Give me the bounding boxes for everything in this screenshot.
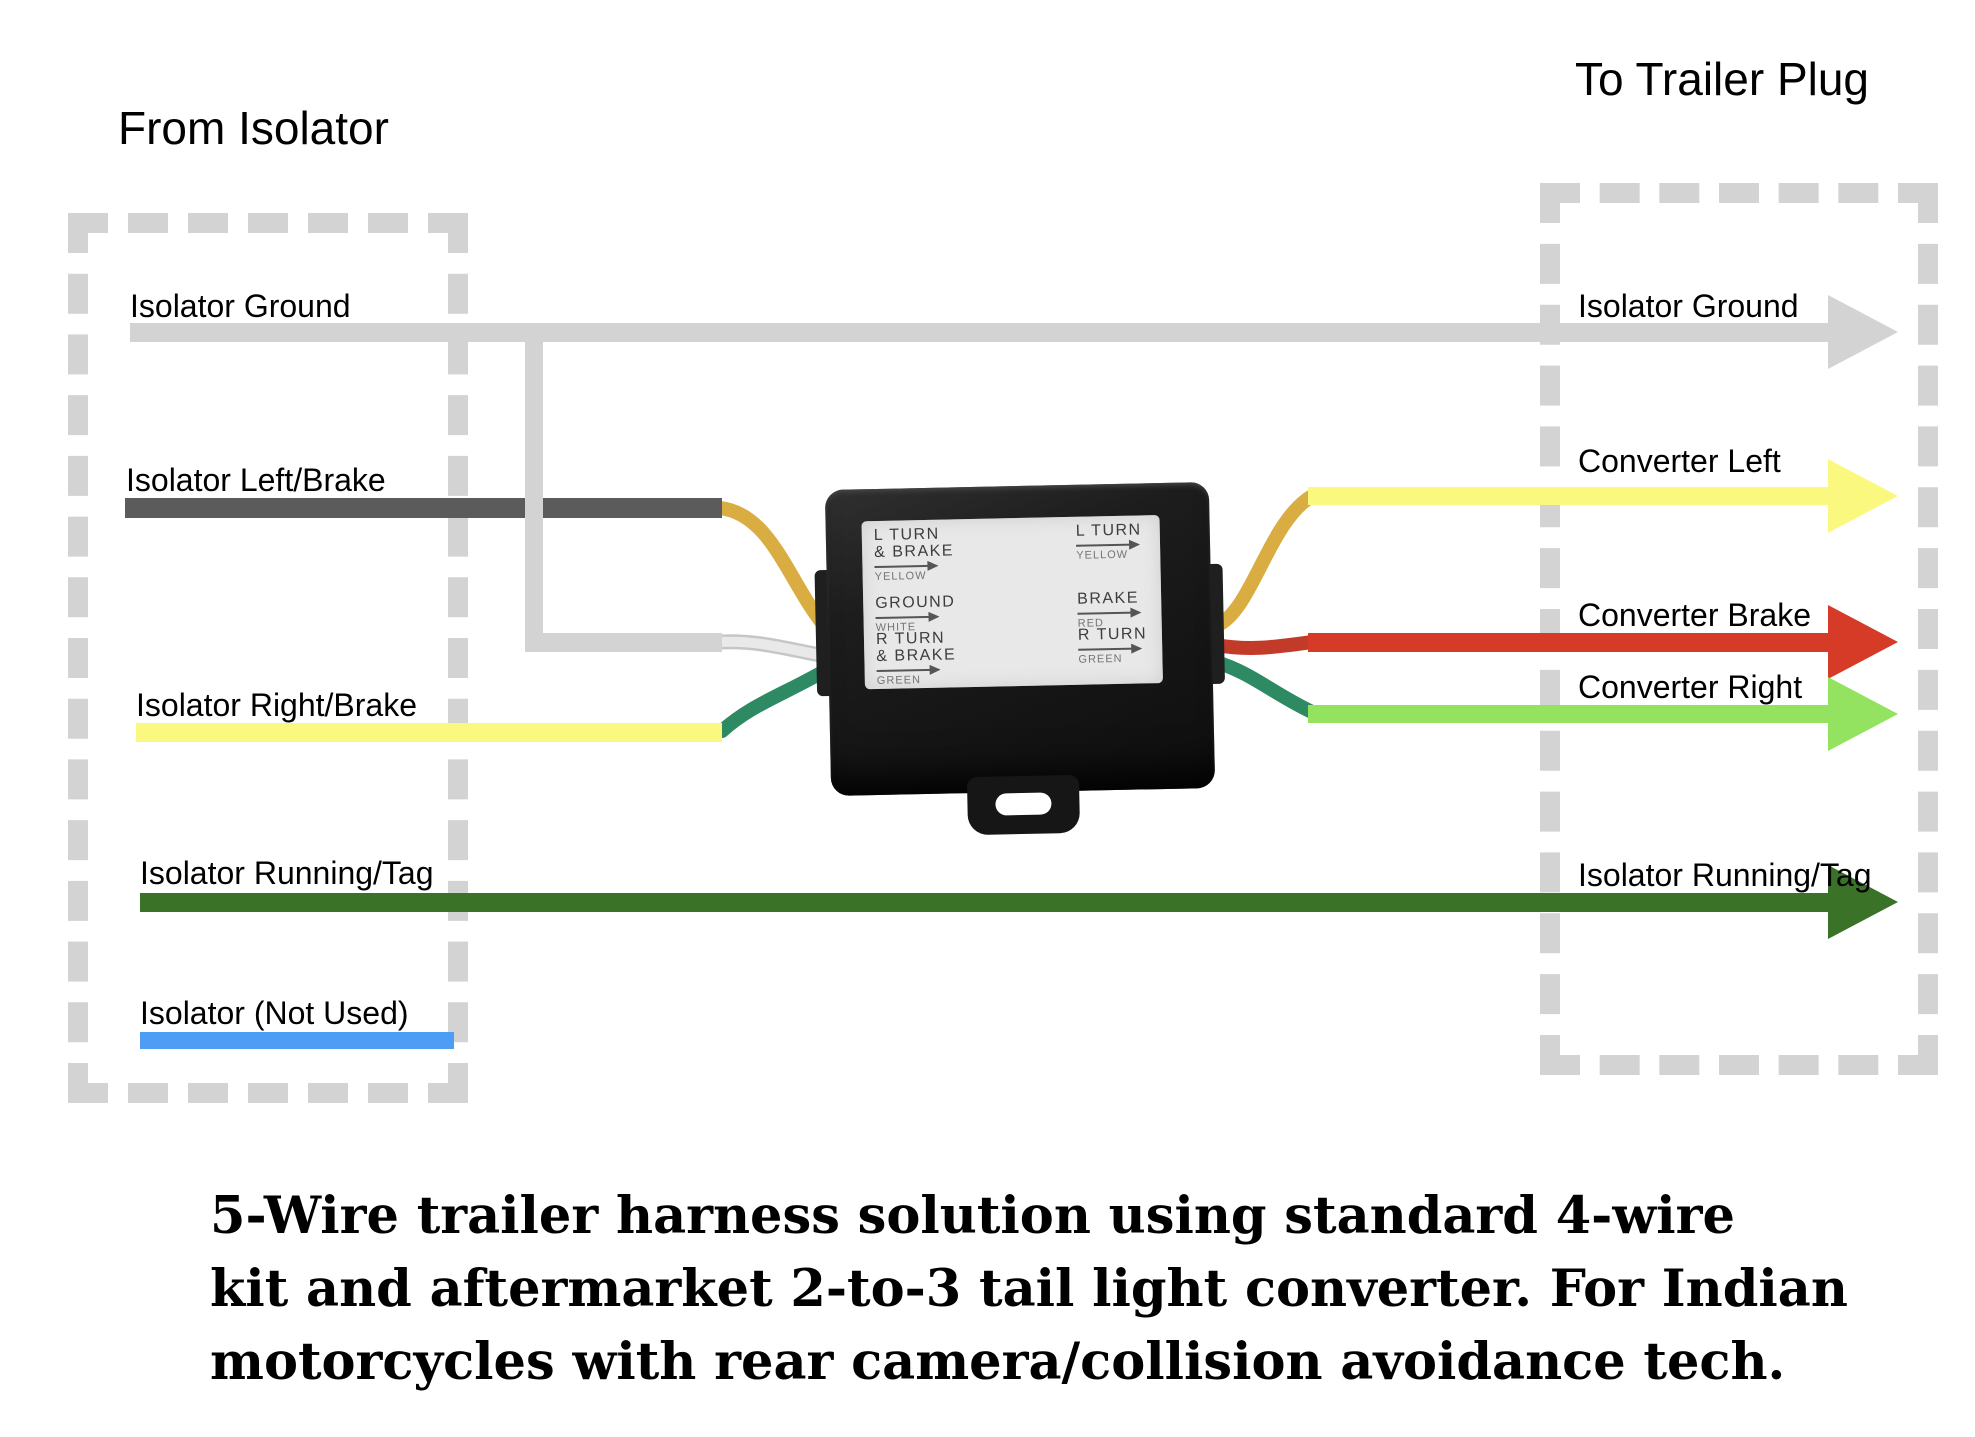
converter-input-yellow-wire <box>713 501 833 635</box>
converter-left-wire <box>1308 487 1828 505</box>
port-line: & BRAKE <box>876 646 957 666</box>
port-line: L TURN <box>1075 521 1142 540</box>
isolator-connector-box <box>68 213 468 1103</box>
port-line: BRAKE <box>1077 589 1140 608</box>
converter-brake-arrowhead <box>1828 605 1898 679</box>
port-line: R TURN <box>875 629 946 649</box>
label-isolator-ground-left: Isolator Ground <box>130 288 351 324</box>
port-r-turn-brake-in: R TURN & BRAKE GREEN <box>876 629 957 690</box>
to-trailer-plug-title: To Trailer Plug <box>1575 53 1870 105</box>
label-converter-left: Converter Left <box>1578 443 1781 479</box>
port-wire-color: GREEN <box>876 674 922 688</box>
caption-line-2: kit and aftermarket 2-to-3 tail light co… <box>210 1259 1848 1319</box>
port-wire-color: YELLOW <box>874 569 927 584</box>
label-isolator-running-tag-left: Isolator Running/Tag <box>140 855 434 891</box>
port-line: & BRAKE <box>873 542 955 562</box>
port-line: GROUND <box>875 593 956 613</box>
label-converter-brake: Converter Brake <box>1578 597 1811 633</box>
running-tag-arrowhead <box>1828 865 1898 939</box>
ground-branch-vertical <box>525 340 543 635</box>
port-line: R TURN <box>1077 625 1148 644</box>
converter-output-green-wire <box>1209 655 1319 719</box>
converter-brake-wire <box>1308 633 1828 652</box>
isolator-not-used-wire <box>140 1032 454 1049</box>
converter-left-arrowhead <box>1828 459 1898 533</box>
converter-right-wire <box>1308 705 1828 723</box>
caption-line-1: 5-Wire trailer harness solution using st… <box>210 1186 1735 1246</box>
port-l-turn-out: L TURN YELLOW <box>1076 521 1143 564</box>
label-isolator-ground-right: Isolator Ground <box>1578 288 1799 324</box>
caption-line-3: motorcycles with rear camera/collision a… <box>210 1332 1786 1392</box>
converter-right-arrowhead <box>1828 677 1898 751</box>
label-isolator-left-brake: Isolator Left/Brake <box>126 462 386 498</box>
label-isolator-right-brake: Isolator Right/Brake <box>136 687 418 723</box>
converter-mount-tab <box>966 774 1081 836</box>
converter-label-panel: L TURN & BRAKE YELLOW GROUND WHITE R TUR… <box>861 515 1163 690</box>
isolator-ground-wire <box>130 323 1828 342</box>
port-line: L TURN <box>873 525 940 545</box>
converter-mount-slot <box>995 792 1052 816</box>
converter-input-white-wire <box>715 636 831 661</box>
caption: 5-Wire trailer harness solution using st… <box>210 1180 1848 1399</box>
label-isolator-running-tag-right: Isolator Running/Tag <box>1578 857 1872 893</box>
trailer-plug-connector-box <box>1540 183 1938 1075</box>
isolator-right-brake-wire <box>136 723 722 742</box>
port-l-turn-brake-in: L TURN & BRAKE YELLOW <box>874 525 955 586</box>
label-isolator-not-used: Isolator (Not Used) <box>140 995 409 1031</box>
tail-light-converter-box: L TURN & BRAKE YELLOW GROUND WHITE R TUR… <box>814 482 1225 836</box>
converter-input-green-wire <box>715 663 833 738</box>
isolator-left-brake-wire <box>125 498 722 518</box>
ground-branch-horizontal <box>525 633 722 652</box>
port-r-turn-out: R TURN GREEN <box>1078 625 1148 668</box>
from-isolator-title: From Isolator <box>118 102 389 154</box>
isolator-ground-arrowhead <box>1828 295 1898 369</box>
converter-output-red-wire <box>1209 635 1319 655</box>
label-converter-right: Converter Right <box>1578 669 1803 705</box>
converter-output-yellow-wire <box>1209 489 1319 633</box>
isolator-running-tag-wire <box>140 893 1828 912</box>
